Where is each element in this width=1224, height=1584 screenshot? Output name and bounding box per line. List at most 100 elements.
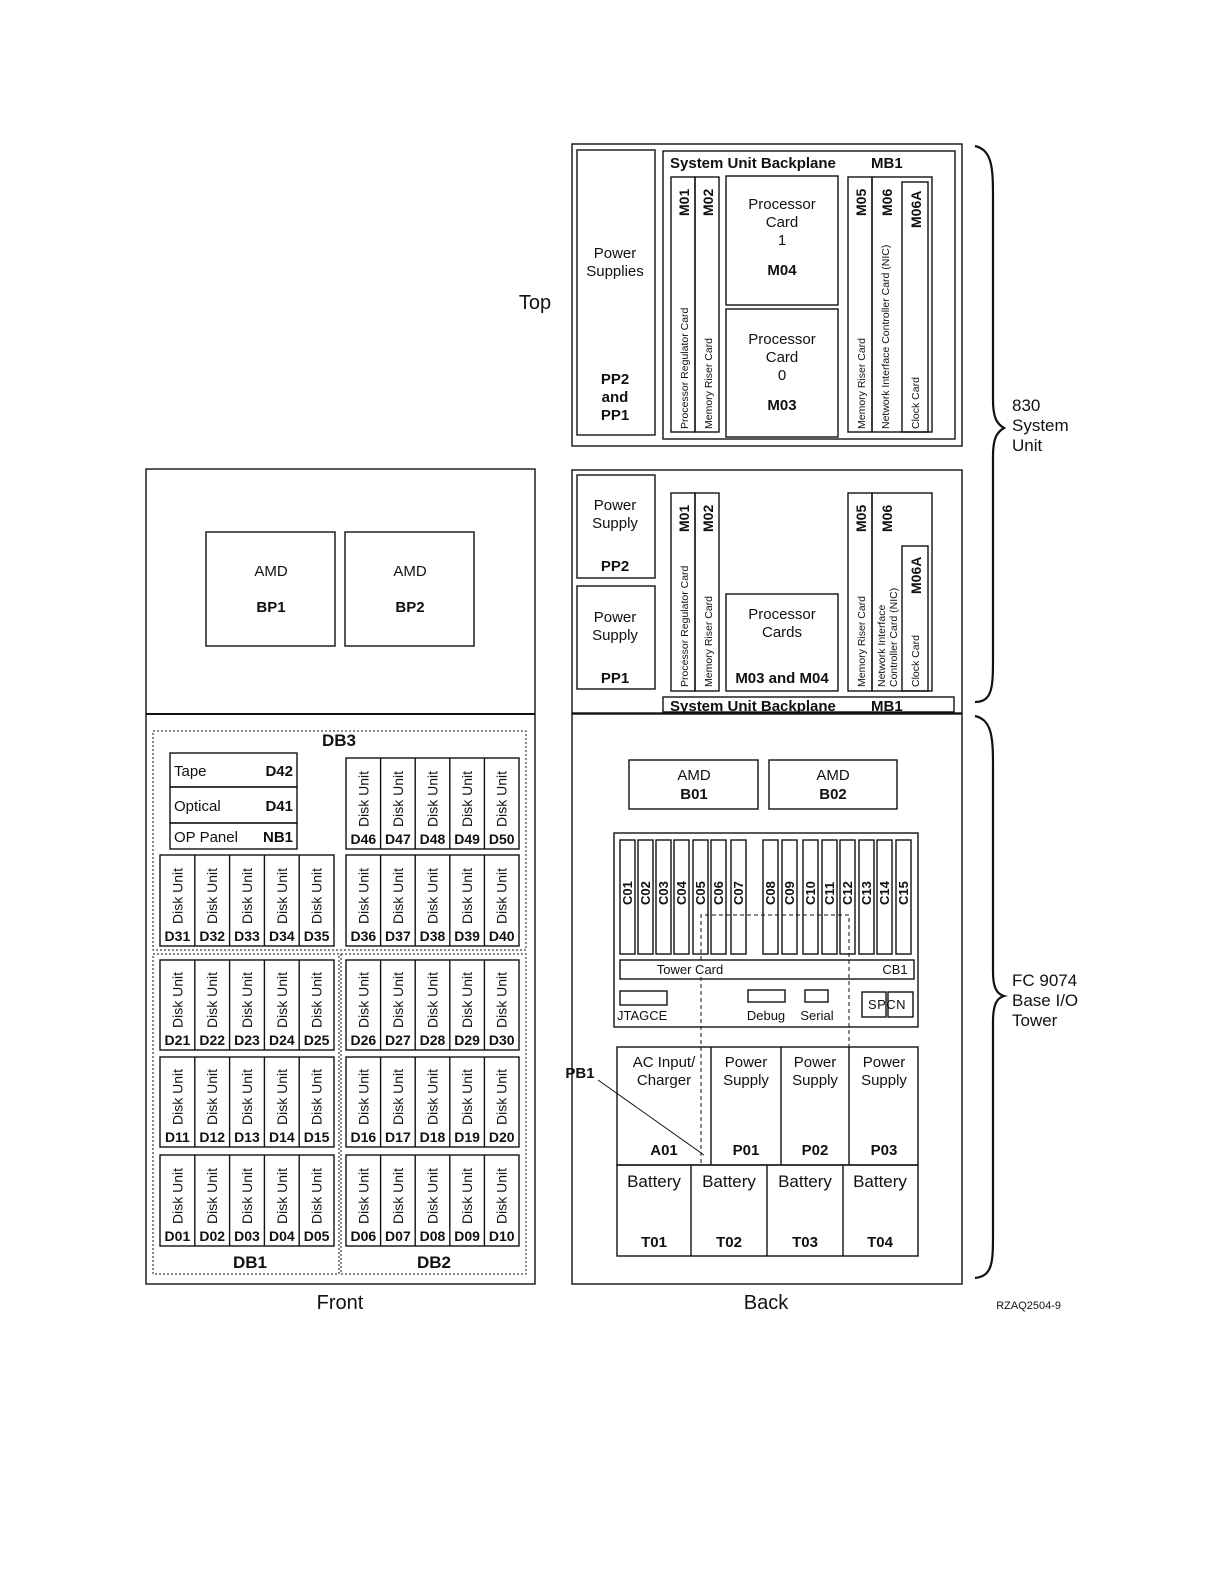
- card-slot-label: C08: [763, 881, 778, 905]
- back-m06a-slot: [901, 545, 929, 692]
- disk-unit-id: D16: [350, 1129, 376, 1145]
- jtagce-port: [619, 990, 668, 1006]
- op-panel-label: OP Panel: [174, 829, 238, 846]
- battery-id: T02: [716, 1234, 742, 1251]
- disk-unit-id: D08: [420, 1228, 446, 1244]
- disk-unit-id: D12: [199, 1129, 225, 1145]
- disk-unit-id: D05: [304, 1228, 330, 1244]
- disk-unit-label: Disk Unit: [459, 1069, 475, 1125]
- card-slot-label: C09: [782, 881, 797, 905]
- top-view-frame: [571, 143, 963, 447]
- disk-unit-label: Disk Unit: [309, 1069, 325, 1125]
- back-amd-b01: [628, 759, 759, 810]
- card-slot-label: C15: [896, 881, 911, 905]
- battery-label: Battery: [853, 1172, 907, 1191]
- disk-unit-label: Disk Unit: [355, 771, 371, 827]
- top-processor-card-0: [725, 308, 839, 438]
- card-slot-label: C13: [859, 881, 874, 905]
- disk-unit-id: D47: [385, 831, 411, 847]
- system-unit-bracket: [974, 144, 1007, 704]
- top-m05-label: Memory Riser Card: [856, 338, 868, 429]
- psu-p03-id: P03: [871, 1142, 898, 1159]
- disk-unit-label: Disk Unit: [169, 1168, 185, 1224]
- tower-bracket-label-1: FC 9074: [1012, 971, 1077, 990]
- disk-unit-id: D20: [489, 1129, 515, 1145]
- tower-bracket-label-3: Tower: [1012, 1011, 1058, 1030]
- disk-unit-id: D46: [350, 831, 376, 847]
- pp2-label-2: Supply: [592, 515, 638, 532]
- back-m06a-id: M06A: [908, 557, 924, 594]
- disk-unit-id: D26: [350, 1032, 376, 1048]
- back-m01-id: M01: [676, 505, 692, 532]
- disk-unit-id: D39: [454, 928, 480, 944]
- system-unit-bracket-label-1: 830: [1012, 396, 1040, 415]
- op-panel-id: NB1: [263, 829, 293, 846]
- spcn-label: SPCN: [868, 997, 906, 1012]
- disk-unit-label: Disk Unit: [494, 868, 510, 924]
- back-m02-id: M02: [700, 505, 716, 532]
- back-m05-label: Memory Riser Card: [856, 596, 868, 687]
- back-amd-b02: [768, 759, 898, 810]
- processor-card-1-line3: 1: [778, 232, 786, 249]
- disk-unit-label: Disk Unit: [494, 771, 510, 827]
- disk-unit-label: Disk Unit: [494, 972, 510, 1028]
- disk-unit-label: Disk Unit: [204, 1069, 220, 1125]
- power-supplies-id-1: PP2: [601, 371, 629, 388]
- card-slot-c13: [858, 839, 875, 955]
- pp1-label-2: Supply: [592, 627, 638, 644]
- back-backplane-id: MB1: [871, 698, 903, 715]
- disk-unit-id: D27: [385, 1032, 411, 1048]
- top-m01-label: Processor Regulator Card: [679, 307, 691, 429]
- back-m02-label: Memory Riser Card: [703, 596, 715, 687]
- disk-group-r1r: [345, 959, 520, 1051]
- disk-unit-id: D15: [304, 1129, 330, 1145]
- psu-p02-id: P02: [802, 1142, 829, 1159]
- system-unit-bracket-label-2: System: [1012, 416, 1069, 435]
- back-view-label: Back: [744, 1292, 789, 1314]
- back-backplane: [662, 696, 955, 713]
- disk-unit-label: Disk Unit: [239, 1168, 255, 1224]
- top-view-label: Top: [519, 292, 551, 314]
- disk-unit-id: D32: [199, 928, 225, 944]
- debug-port: [747, 989, 786, 1003]
- disk-unit-label: Disk Unit: [459, 868, 475, 924]
- card-slot-label: C07: [731, 881, 746, 905]
- battery-id: T04: [867, 1234, 894, 1251]
- disk-unit-id: D30: [489, 1032, 515, 1048]
- top-m02-label: Memory Riser Card: [703, 338, 715, 429]
- back-amd-b01-id: B01: [680, 786, 708, 803]
- disk-unit-label: Disk Unit: [459, 771, 475, 827]
- disk-unit-id: D06: [350, 1228, 376, 1244]
- card-slot-label: C01: [620, 881, 635, 905]
- back-processor-line1: Processor: [748, 606, 816, 623]
- pb1-dashed-outline: [700, 914, 850, 1163]
- disk-unit-id: D34: [269, 928, 295, 944]
- psu-p01-line2: Supply: [723, 1072, 769, 1089]
- front-frame: [145, 468, 536, 1285]
- disk-unit-label: Disk Unit: [309, 972, 325, 1028]
- psu-p02-line1: Power: [794, 1054, 837, 1071]
- front-view-label: Front: [317, 1292, 364, 1314]
- spcn-port-1: [861, 991, 887, 1018]
- disk-unit-id: D28: [420, 1032, 446, 1048]
- disk-unit-label: Disk Unit: [204, 868, 220, 924]
- front-amd-bp1: [205, 531, 336, 647]
- disk-unit-label: Disk Unit: [390, 771, 406, 827]
- card-slot-label: C05: [693, 881, 708, 905]
- card-slot-label: C04: [674, 880, 689, 905]
- front-amd-bp2-id: BP2: [395, 599, 424, 616]
- processor-card-0-line1: Processor: [748, 331, 816, 348]
- battery-label: Battery: [627, 1172, 681, 1191]
- disk-unit-id: D29: [454, 1032, 480, 1048]
- disk-unit-id: D07: [385, 1228, 411, 1244]
- card-slot-c07: [730, 839, 747, 955]
- serial-label: Serial: [800, 1008, 833, 1023]
- cb1-label: CB1: [882, 962, 907, 977]
- psu-p01-line1: Power: [725, 1054, 768, 1071]
- spcn-port-2: [887, 991, 914, 1018]
- disk-unit-id: D48: [420, 831, 446, 847]
- card-slot-c12: [839, 839, 856, 955]
- top-m06a-id: M06A: [908, 191, 924, 228]
- card-slot-label: C12: [840, 881, 855, 905]
- disk-unit-label: Disk Unit: [169, 972, 185, 1028]
